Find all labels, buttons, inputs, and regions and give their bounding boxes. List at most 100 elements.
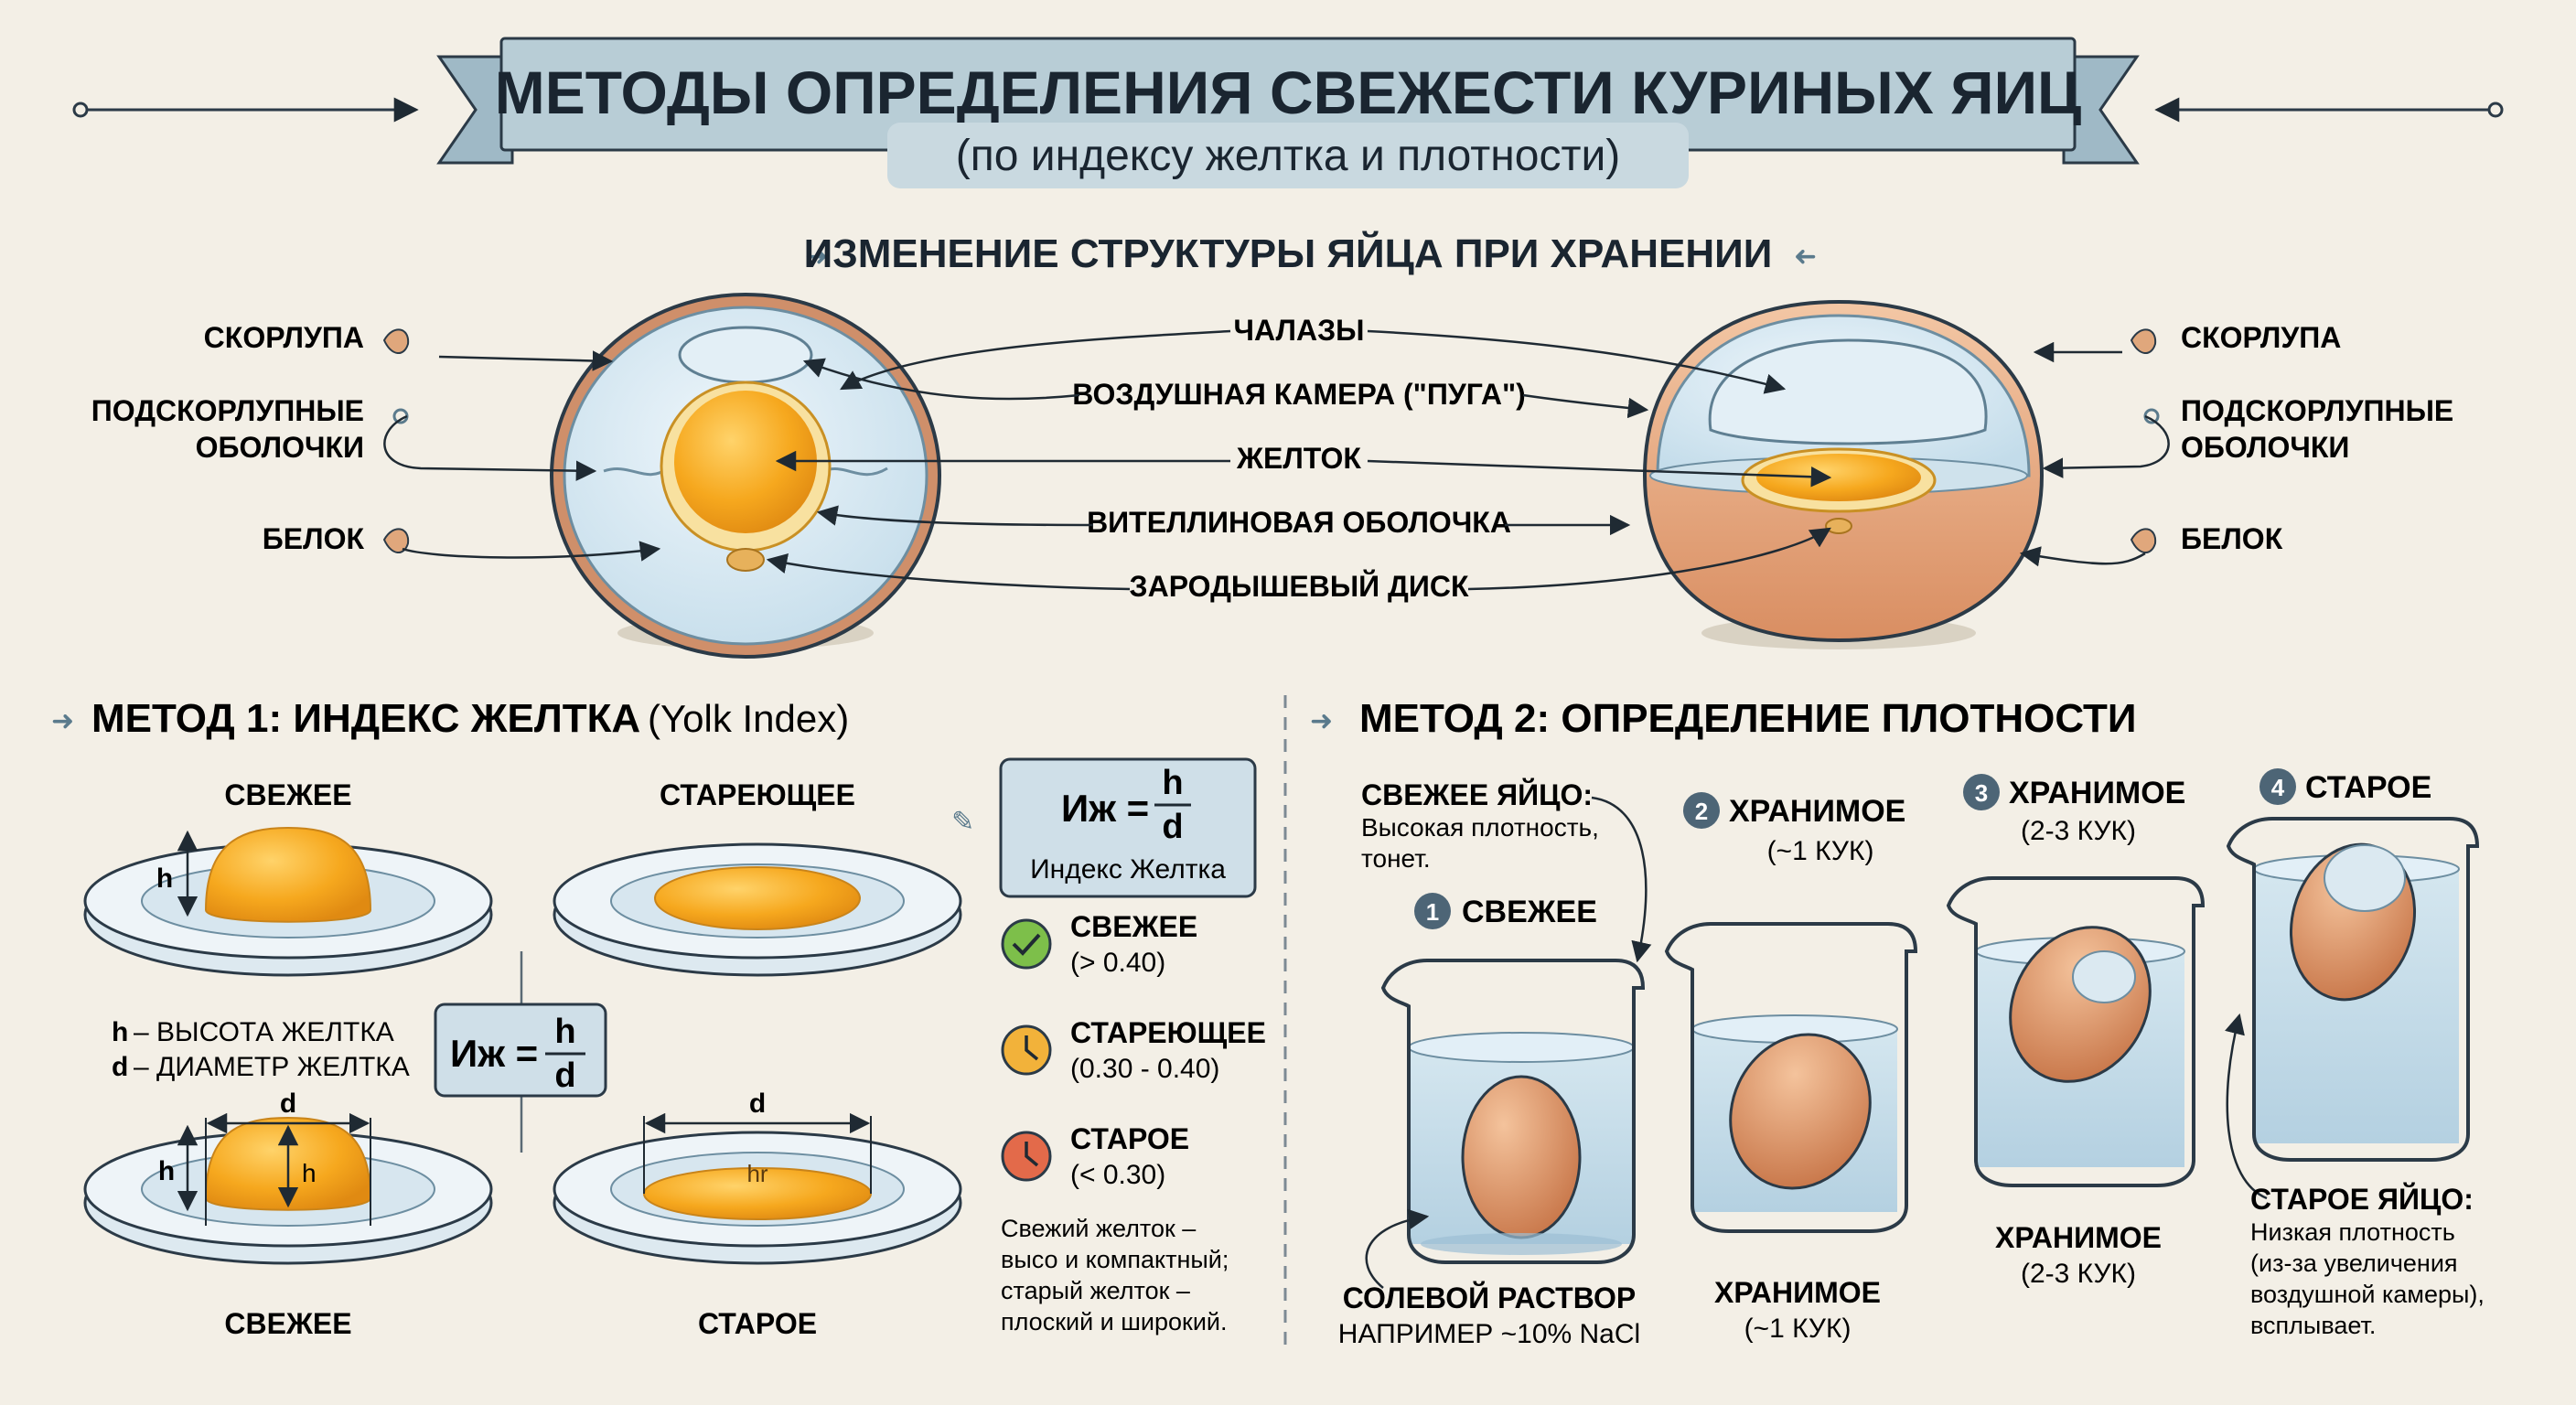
page-subtitle: (по индексу желтка и плотности) [956,132,1621,180]
plate-fresh-bottom: d h h [83,1089,493,1265]
page-title: МЕТОДЫ ОПРЕДЕЛЕНИЯ СВЕЖЕСТИ КУРИНЫХ ЯИЦ [495,59,2081,126]
pointer-yolk-right [1367,459,1832,488]
shell-fragment-icon [382,328,410,354]
h-symbol-top: h [156,863,173,894]
formula-right-num: h [1162,764,1183,802]
hr-symbol: hr [746,1160,767,1187]
method2-arrow-icon: ➜ [1310,706,1333,736]
method2-heading: МЕТОД 2: ОПРЕДЕЛЕНИЕ ПЛОТНОСТИ [1359,696,2137,741]
pointer-membranes-left [383,414,597,481]
pointer-albumen-right [2019,546,2146,567]
legend-h-symbol: h [112,1017,128,1047]
structure-section: ➜ ИЗМЕНЕНИЕ СТРУКТУРЫ ЯЙЦА ПРИ ХРАНЕНИИ … [91,230,2453,659]
beaker-4-title: СТАРОЕ [2305,770,2431,805]
albumen-drop-icon [382,528,410,553]
stored-egg-diagram [1642,299,2045,649]
old-note-line-1: Низкая плотность [2250,1218,2455,1246]
pointer-chalazae-right [1367,329,1787,394]
old-note-line-4: всплывает. [2250,1312,2376,1339]
clock-hands [1025,1035,1039,1061]
formula-center-lhs: Иж = [450,1032,538,1075]
check-mark [1012,933,1041,956]
note-line-3: старый желток – [1001,1277,1190,1304]
beaker-4-number: 4 [2271,774,2285,801]
beaker-3-number-badge [1963,774,2000,810]
note-line-2: высо и компактный; [1001,1246,1229,1273]
beaker-4: 4 СТАРОЕ [2226,768,2480,1162]
d-symbol-old: d [749,1089,766,1119]
beaker-1-number: 1 [1426,898,1439,926]
stored2-bottom-sub: (2-3 КУК) [2021,1259,2136,1289]
beaker-4-number-badge [2259,768,2296,805]
pointer-albumen-left [402,541,661,562]
grade-fresh: СВЕЖЕЕ (> 0.40) [1001,910,1197,978]
subtitle-banner [887,123,1689,188]
grade-aging-range: (0.30 - 0.40) [1070,1054,1219,1084]
formula-center-den: d [554,1056,575,1095]
fresh-egg-diagram [550,293,941,659]
egg-sunk [1461,1075,1582,1239]
pointer-germ-disc-right [1467,527,1831,591]
label-membranes-right-1: ПОДСКОРЛУПНЫЕ [2181,394,2453,427]
clock-alert-hands [1025,1142,1039,1167]
header-left-dot [72,102,89,118]
structure-heading: ИЗМЕНЕНИЕ СТРУКТУРЫ ЯЙЦА ПРИ ХРАНЕНИИ [804,230,1773,276]
section-arrow-icon-right: ➜ [1794,241,1817,272]
old-note-line-3: воздушной камеры), [2250,1281,2485,1308]
grade-fresh-title: СВЕЖЕЕ [1070,910,1197,943]
beaker-2-number-badge [1683,792,1720,829]
beaker-2-glass [1664,922,1918,1233]
air-cell [678,326,813,384]
beaker-1-title: СВЕЖЕЕ [1462,895,1597,929]
beaker-4-glass [2226,817,2480,1162]
label-vitelline: ВИТЕЛЛИНОВАЯ ОБОЛОЧКА [1087,506,1511,539]
shell-fragment-icon-right [2130,328,2157,354]
pointer-membranes-right [2042,414,2170,478]
label-yolk: ЖЕЛТОК [1236,442,1361,475]
plate-fresh-top: h [83,826,493,977]
air-cell-right [1708,338,1988,445]
stored1-bottom-title: ХРАНИМОЕ [1714,1276,1881,1309]
label-shell-left: СКОРЛУПА [204,321,364,354]
grade-fresh-range: (> 0.40) [1070,948,1165,978]
stored2-bottom-title: ХРАНИМОЕ [1995,1221,2162,1254]
note-line-4: плоский и широкий. [1001,1308,1228,1335]
egg-floating-air-cell [2324,844,2406,912]
beaker-1: 1 СВЕЖЕЕ [1380,893,1646,1264]
fresh-note-title: СВЕЖЕЕ ЯЙЦО: [1361,778,1593,811]
label-albumen-right: БЕЛОК [2181,522,2283,555]
yolk-medium [654,866,861,930]
method1-arrow-icon: ➜ [51,706,74,736]
pencil-icon: ✎ [951,807,974,837]
formula-center-num: h [554,1013,575,1051]
header-right-dot [2487,102,2504,118]
pointer-fresh-note [1591,796,1652,963]
stored1-bottom-sub: (~1 КУК) [1744,1314,1852,1344]
label-albumen-left: БЕЛОК [263,522,365,555]
section-arrow-icon: ➜ [805,241,828,272]
fresh-note-line-2: тонет. [1361,844,1431,873]
beaker-1-glass [1380,959,1646,1264]
pointer-chalazae-left [840,329,1231,391]
grade-aging: СТАРЕЮЩЕЕ (0.30 - 0.40) [1001,1016,1266,1084]
grade-old: СТАРОЕ (< 0.30) [1001,1122,1189,1190]
pointer-air-cell-right [1522,393,1649,419]
old-note-line-2: (из-за увеличения [2250,1249,2458,1277]
legend-h-text: – ВЫСОТА ЖЕЛТКА [134,1017,394,1047]
method1-section: ➜ МЕТОД 1: ИНДЕКС ЖЕЛТКА (Yolk Index) СВ… [51,696,1266,1340]
plate-old-bottom-label: СТАРОЕ [698,1307,817,1340]
legend-d-text: – ДИАМЕТР ЖЕЛТКА [134,1052,410,1082]
egg-tilted [1729,1033,1872,1190]
h-symbol-inner: h [302,1159,317,1187]
beaker-2: 2 ХРАНИМОЕ (~1 КУК) [1664,792,1918,1233]
grade-aging-title: СТАРЕЮЩЕЕ [1070,1016,1266,1049]
plate-fresh-bottom-label: СВЕЖЕЕ [224,1307,351,1340]
old-note-title: СТАРОЕ ЯЙЦО: [2250,1183,2474,1216]
method1-heading-en: (Yolk Index) [648,697,849,740]
germinal-disc [726,548,765,572]
egg-standing-air-cell [2072,950,2136,1003]
method2-section: ➜ МЕТОД 2: ОПРЕДЕЛЕНИЕ ПЛОТНОСТИ СВЕЖЕЕ … [1310,696,2485,1349]
label-air-cell: ВОЗДУШНАЯ КАМЕРА ("ПУГА") [1072,378,1526,411]
label-shell-right: СКОРЛУПА [2181,321,2341,354]
